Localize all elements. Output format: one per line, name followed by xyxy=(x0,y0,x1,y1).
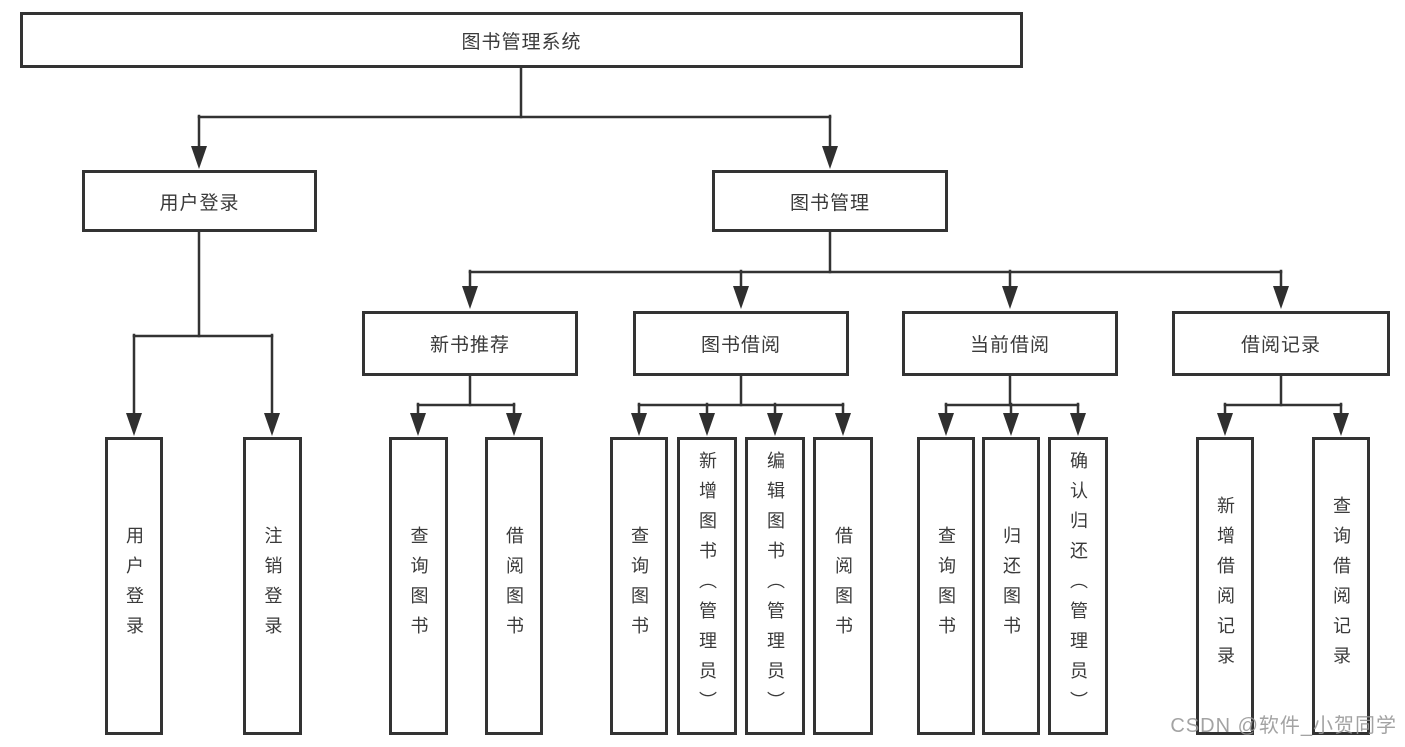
arrowheads xyxy=(126,146,1349,436)
leaf-borrow-add-books-admin: 新增图书（管理员） xyxy=(677,437,737,735)
leaf-current-return-books: 归还图书 xyxy=(982,437,1040,735)
node-book-management: 图书管理 xyxy=(712,170,948,232)
node-new-book-recommend: 新书推荐 xyxy=(362,311,578,376)
leaf-records-query-record: 查询借阅记录 xyxy=(1312,437,1370,735)
node-book-borrow: 图书借阅 xyxy=(633,311,849,376)
leaf-current-confirm-return-admin: 确认归还（管理员） xyxy=(1048,437,1108,735)
watermark: CSDN @软件_小贺同学 xyxy=(1170,715,1397,737)
leaf-user-login: 用户登录 xyxy=(105,437,163,735)
node-borrow-records: 借阅记录 xyxy=(1172,311,1390,376)
leaf-borrow-edit-books-admin: 编辑图书（管理员） xyxy=(745,437,805,735)
node-user-login: 用户登录 xyxy=(82,170,317,232)
leaf-logout: 注销登录 xyxy=(243,437,302,735)
leaf-borrow-borrow-books: 借阅图书 xyxy=(813,437,873,735)
leaf-borrow-query-books: 查询图书 xyxy=(610,437,668,735)
leaf-records-add-record: 新增借阅记录 xyxy=(1196,437,1254,735)
leaf-current-query-books: 查询图书 xyxy=(917,437,975,735)
leaf-newbooks-query-books: 查询图书 xyxy=(389,437,448,735)
node-current-borrow: 当前借阅 xyxy=(902,311,1118,376)
leaf-newbooks-borrow-books: 借阅图书 xyxy=(485,437,543,735)
node-library-management-system: 图书管理系统 xyxy=(20,12,1023,68)
